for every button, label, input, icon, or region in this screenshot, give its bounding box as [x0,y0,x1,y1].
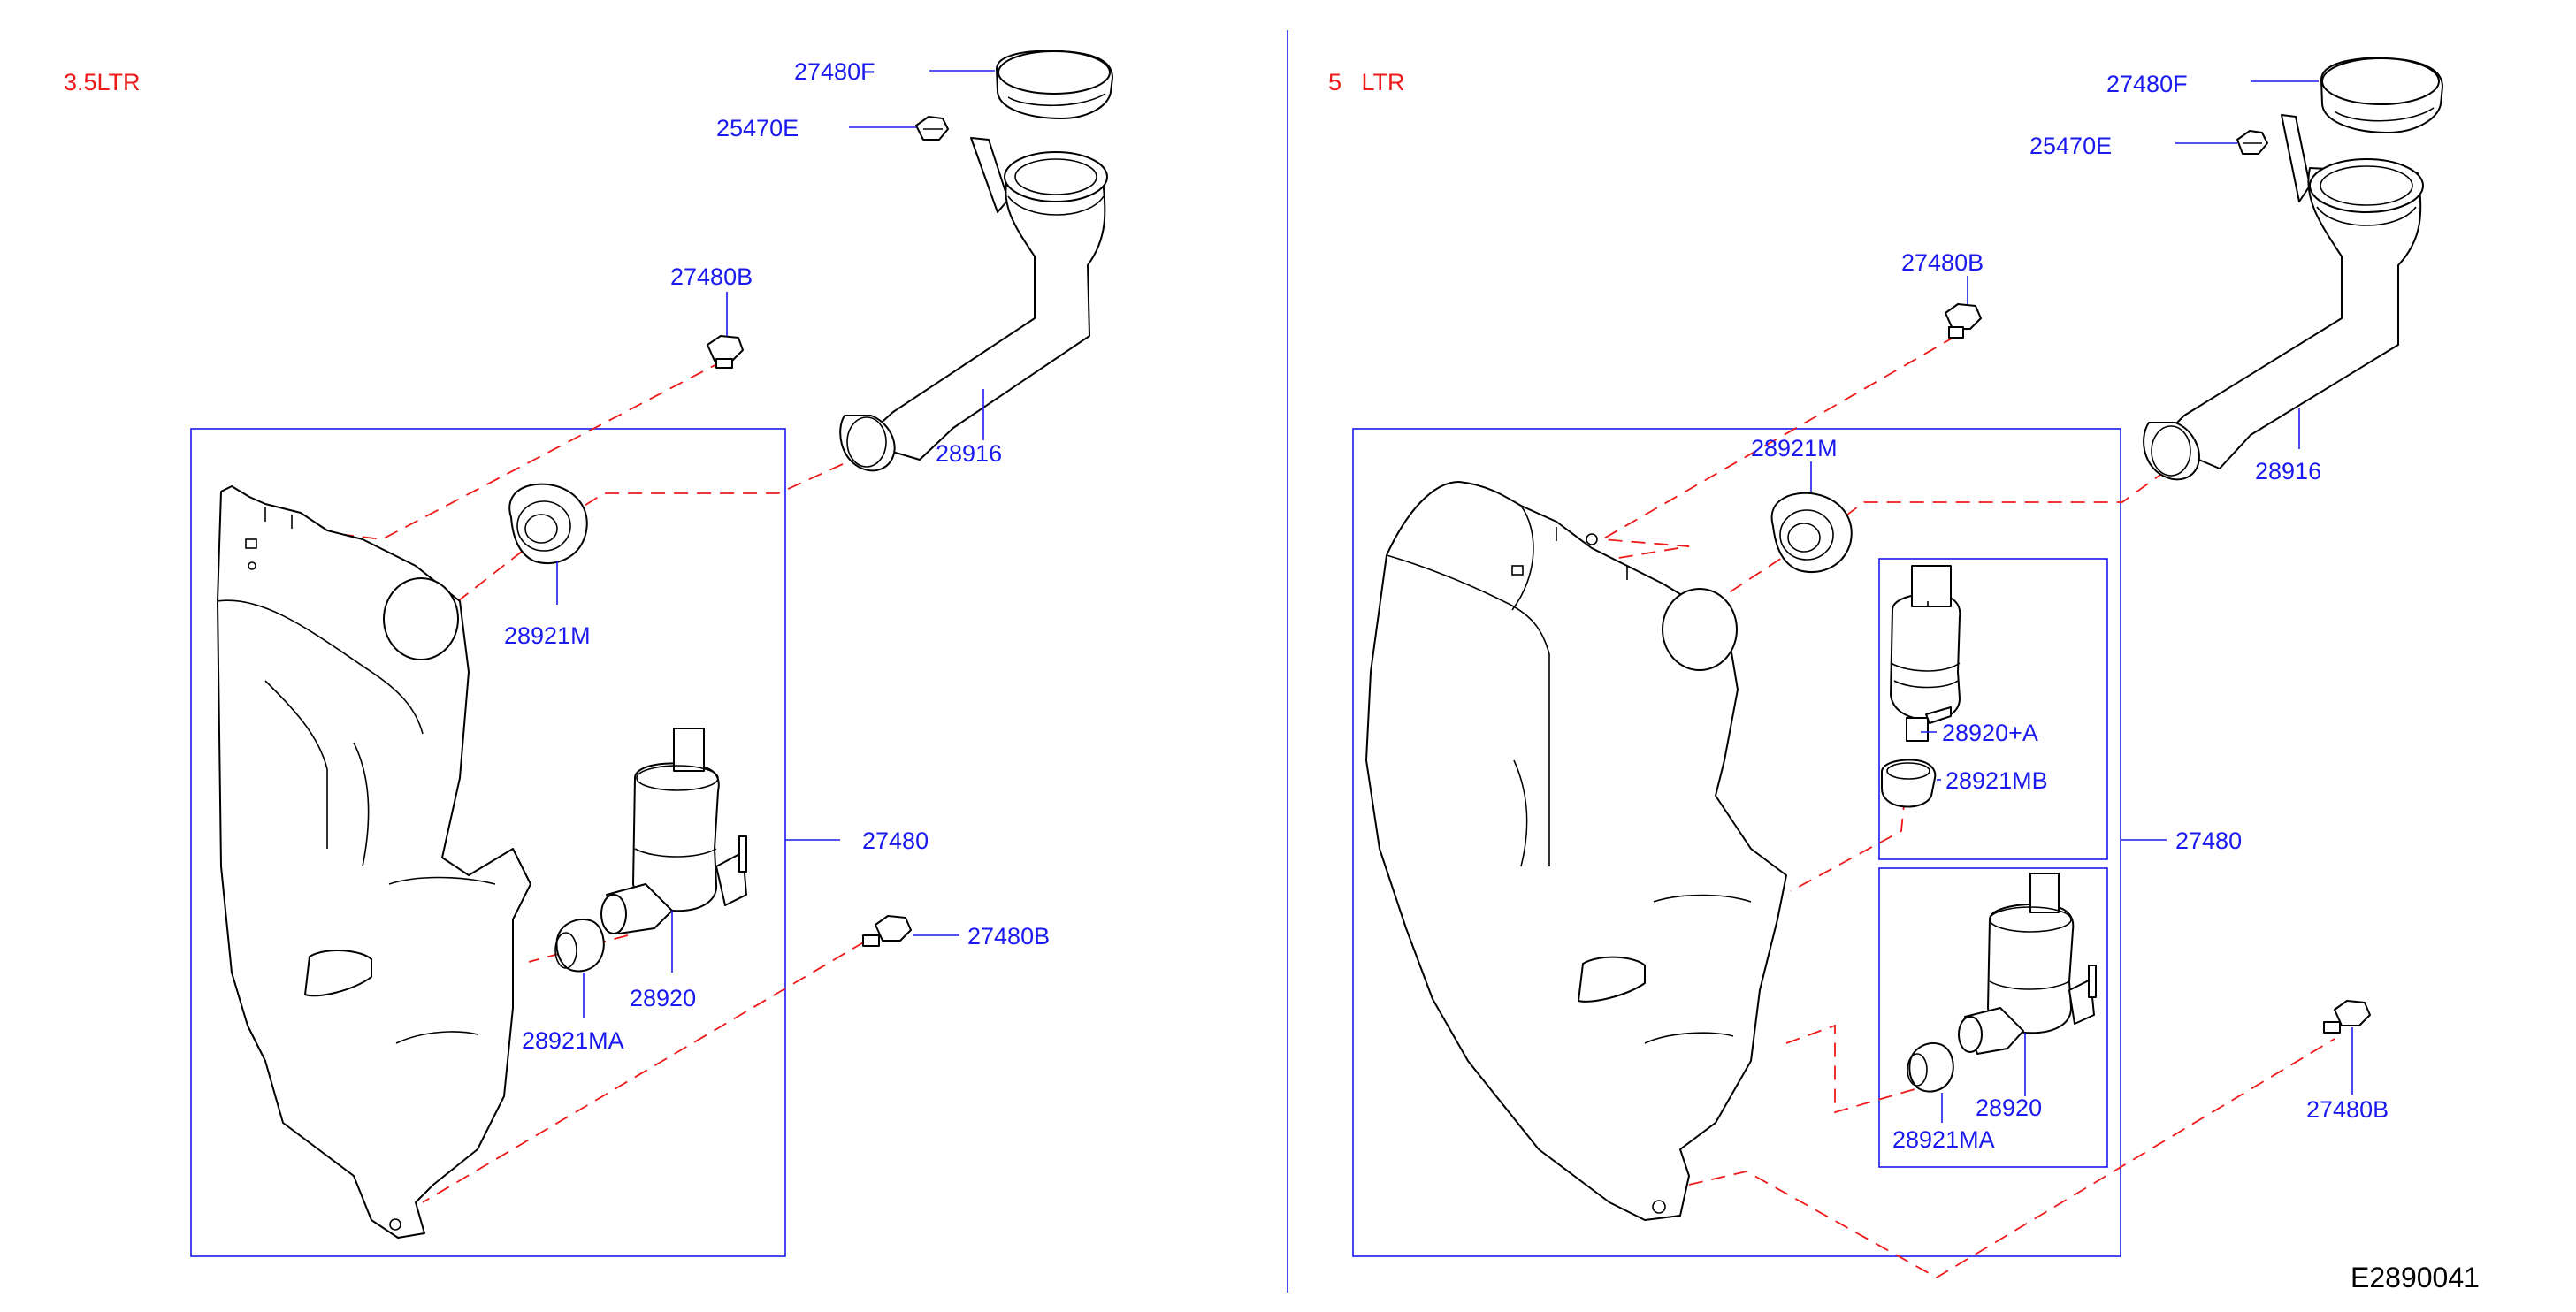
left-label-grommet-pipe: 28921M [504,622,591,649]
right-bolt [2236,130,2268,155]
right-assembly-frame [1352,428,2121,1257]
left-grommet-pump [554,919,605,973]
right-pump-frame [1878,867,2108,1168]
right-clip-bottom [2323,1000,2371,1034]
right-pump-a-frame [1878,558,2108,860]
right-pump [1958,873,2097,1055]
right-grommet-pump-b [1881,759,1937,808]
right-panel: 5 LTR [1328,57,2443,1279]
left-label-cap: 27480F [794,58,875,85]
left-label-grommet-pump: 28921MA [522,1027,624,1054]
right-filler-pipe [2143,114,2424,481]
left-grommet-pipe [508,483,588,564]
left-washer-tank [217,485,531,1239]
left-assembly-frame [190,428,786,1257]
right-label-pump-a: 28920+A [1942,720,2038,746]
right-label-grommet-pipe: 28921M [1751,435,1838,461]
right-washer-tank [1365,481,1787,1221]
left-capacity-header: 3.5LTR [64,69,141,95]
right-leaders [1810,80,2353,1123]
left-label-tank: 27480 [862,828,929,854]
right-label-clip-bottom: 27480B [2306,1096,2389,1123]
right-grommet-pump [1907,1042,1954,1093]
left-pump [600,728,747,934]
right-label-bolt: 25470E [2029,133,2112,159]
diagram-code: E2890041 [2351,1262,2480,1293]
left-leaders [556,70,995,1018]
right-filler-cap [2320,57,2443,133]
left-clip-top [707,335,744,369]
right-label-grommet-pump-b: 28921MB [1945,767,2048,794]
left-filler-cap [996,50,1113,119]
left-panel: 3.5LTR [64,50,1113,1257]
right-clip-top [1945,303,1982,339]
left-label-filler-pipe: 28916 [936,440,1002,467]
right-label-clip-top: 27480B [1901,249,1984,276]
left-bolt [915,116,949,141]
right-label-tank: 27480 [2175,828,2242,854]
right-label-filler-pipe: 28916 [2255,458,2321,484]
left-filler-pipe [839,137,1108,472]
right-capacity-header: 5 LTR [1328,69,1405,95]
left-clip-bottom [862,915,912,947]
right-label-pump: 28920 [1976,1095,2042,1121]
right-label-grommet-pump: 28921MA [1892,1126,1995,1153]
left-label-clip-bottom: 27480B [967,923,1050,950]
right-pump-a [1890,565,1961,742]
right-grommet-pipe [1770,492,1853,573]
right-label-cap: 27480F [2106,71,2188,97]
left-label-clip-top: 27480B [670,263,753,290]
left-label-pump: 28920 [630,985,696,1011]
left-label-bolt: 25470E [716,115,799,141]
